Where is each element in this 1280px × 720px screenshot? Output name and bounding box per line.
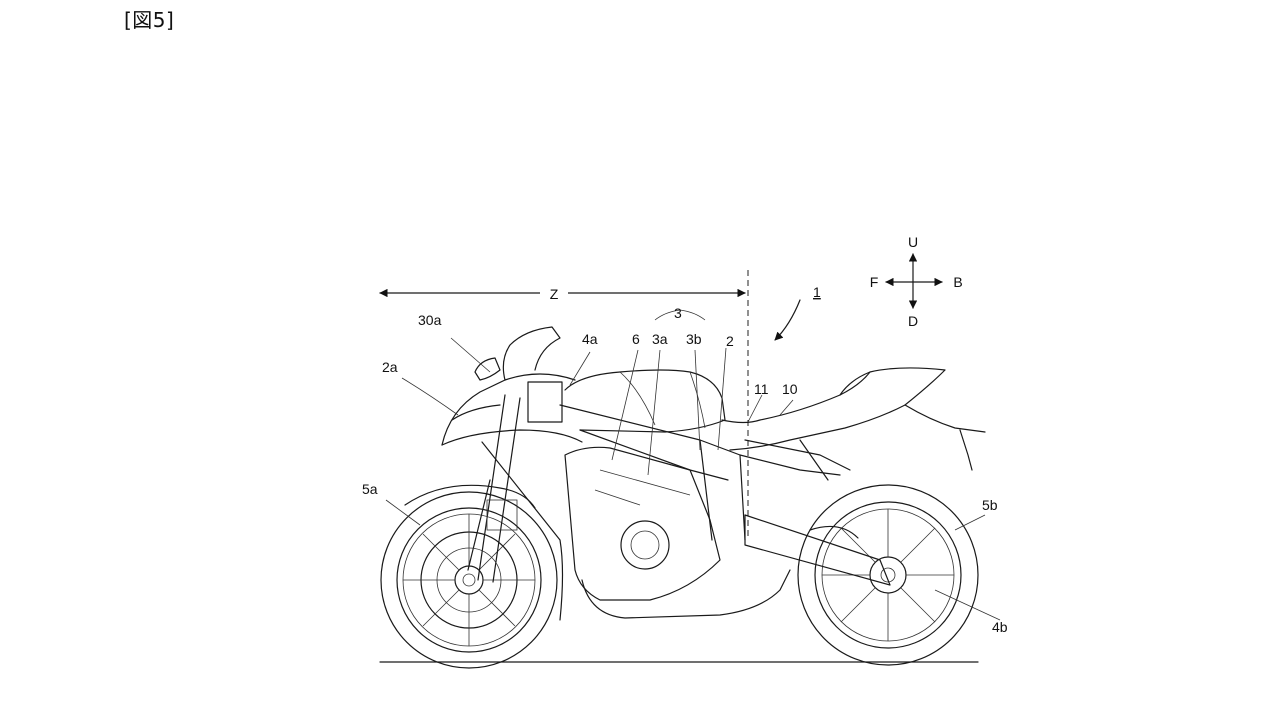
label-ref-6: 6 (632, 331, 640, 347)
fuel-tank (564, 369, 726, 433)
label-ref-3a: 3a (652, 331, 668, 347)
label-ref-3b: 3b (686, 331, 702, 347)
label-ref-2: 2 (726, 333, 734, 349)
leader-lines (385, 309, 1001, 621)
label-ref-1: 1 (813, 284, 821, 300)
rear-wheel (797, 484, 979, 666)
label-z: Z (550, 286, 559, 302)
ref-1-arrow (774, 299, 801, 341)
main-frame (559, 404, 851, 541)
direction-compass: U D F B (870, 234, 963, 329)
swingarm (744, 514, 891, 586)
dimension-z: Z (379, 270, 749, 540)
label-ref-30a: 30a (418, 312, 442, 328)
exhaust-pipe (581, 569, 791, 619)
seat-and-tail (721, 367, 986, 471)
label-ref-5b: 5b (982, 497, 998, 513)
label-ref-2a: 2a (382, 359, 398, 375)
compass-up: U (908, 234, 918, 250)
label-ref-4a: 4a (582, 331, 598, 347)
front-brake-disc (436, 547, 502, 613)
rear-shock (799, 439, 829, 481)
front-wheel (380, 491, 558, 669)
compass-down: D (908, 313, 918, 329)
meter-unit (527, 381, 563, 423)
label-ref-4b: 4b (992, 619, 1008, 635)
figure-title: [図5] (124, 8, 175, 32)
front-fork (467, 394, 521, 583)
label-ref-10: 10 (782, 381, 798, 397)
compass-front: F (870, 274, 879, 290)
front-cowl (441, 326, 583, 621)
engine (564, 446, 721, 601)
label-ref-5a: 5a (362, 481, 378, 497)
compass-back: B (953, 274, 962, 290)
label-ref-11: 11 (754, 381, 769, 397)
label-ref-3: 3 (674, 305, 682, 321)
